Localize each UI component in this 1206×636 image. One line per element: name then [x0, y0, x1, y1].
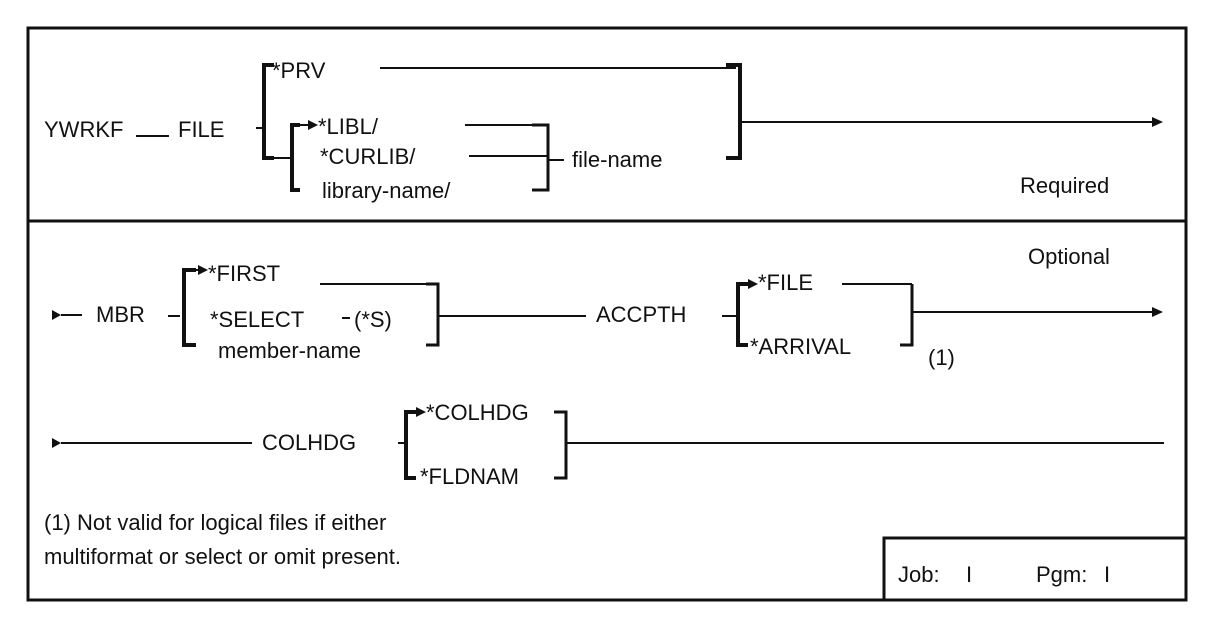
default-arrow — [308, 120, 318, 130]
colhdg-keyword: COLHDG — [262, 430, 356, 455]
pgm-label: Pgm: — [1036, 562, 1087, 587]
library-curlib: *CURLIB/ — [320, 144, 416, 169]
mbr-value-first: *FIRST — [208, 261, 280, 286]
library-bracket-left — [290, 123, 300, 192]
file-name: file-name — [572, 147, 662, 172]
mbr-value-member-name: member-name — [218, 338, 361, 363]
accpth-value-arrival: *ARRIVAL — [750, 334, 851, 359]
entry-arrow — [52, 310, 61, 320]
mbr-value-select-short: (*S) — [354, 307, 392, 332]
footnote-line-2: multiformat or select or omit present. — [44, 544, 401, 569]
choice-bracket-right — [726, 63, 742, 160]
accpth-bracket-right — [900, 284, 914, 347]
job-value: I — [966, 562, 972, 587]
entry-arrow — [52, 438, 61, 448]
colhdg-value-colhdg: *COLHDG — [426, 400, 529, 425]
accpth-keyword: ACCPTH — [596, 302, 686, 327]
default-arrow — [748, 279, 758, 289]
file-default-prv: *PRV — [272, 58, 326, 83]
info-box — [882, 536, 1186, 600]
continuation-arrow — [1152, 117, 1163, 127]
diagram-frame — [26, 26, 1188, 602]
accpth-bracket-left — [736, 282, 748, 347]
default-arrow — [198, 265, 208, 275]
footnote-line-1: (1) Not valid for logical files if eithe… — [44, 510, 386, 535]
library-name: library-name/ — [322, 178, 451, 203]
mbr-bracket-right — [426, 282, 440, 347]
job-label: Job: — [898, 562, 940, 587]
colhdg-value-fldnam: *FLDNAM — [420, 464, 519, 489]
mbr-keyword: MBR — [96, 302, 145, 327]
mbr-bracket-left — [182, 268, 196, 347]
default-arrow — [416, 407, 426, 417]
accpth-value-file: *FILE — [758, 270, 813, 295]
colhdg-bracket-right — [554, 410, 568, 480]
command-name: YWRKF — [44, 117, 123, 142]
colhdg-bracket-left — [404, 410, 416, 480]
optional-label: Optional — [1028, 244, 1110, 269]
library-libl: *LIBL/ — [318, 114, 379, 139]
library-bracket-right — [532, 123, 550, 192]
accpth-footnote-ref: (1) — [928, 345, 955, 370]
continuation-arrow — [1152, 307, 1163, 317]
file-keyword: FILE — [178, 117, 224, 142]
mbr-value-select: *SELECT — [210, 307, 304, 332]
pgm-value: I — [1104, 562, 1110, 587]
required-label: Required — [1020, 173, 1109, 198]
